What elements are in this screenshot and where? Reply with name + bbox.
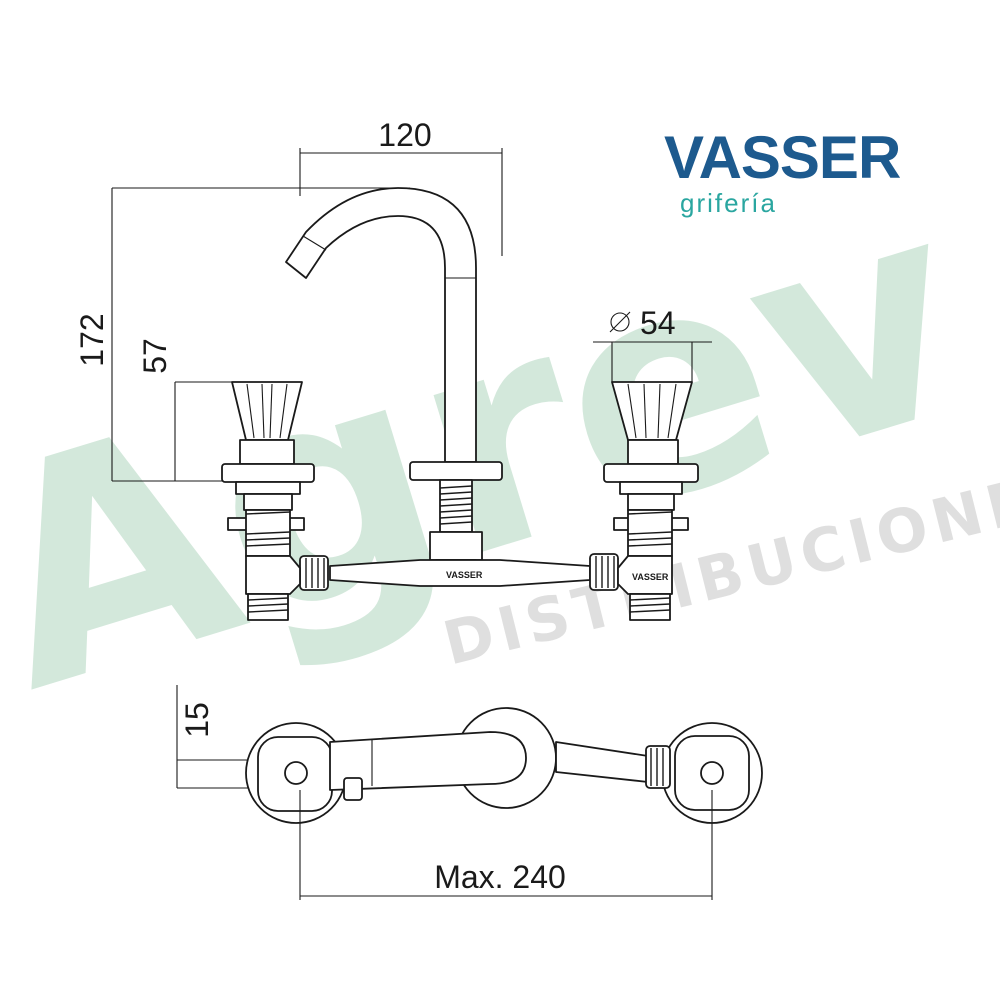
right-valve: VASSER [603,381,699,621]
dim-handle-diameter: 54 [640,305,676,341]
brand-tagline: grifería [680,188,777,218]
connecting-pipe: VASSER [299,553,619,591]
top-view: 15 Max. 240 [176,685,763,900]
dimension-texts: 120 172 57 54 [74,117,676,374]
left-valve [221,381,315,621]
dim-max-width: Max. 240 [434,859,566,895]
dim-offset: 15 [179,702,215,738]
brand-name: VASSER [664,124,901,191]
dimension-lines [111,148,712,482]
watermark: Agrev DISTRIBUCIONES [0,134,1000,758]
elbow-stamp: VASSER [632,572,669,582]
body-stamp: VASSER [446,570,483,580]
dim-total-height: 172 [74,313,110,366]
dim-handle-height: 57 [137,338,173,374]
dim-diameter-symbol: ⌀ [605,300,606,301]
dim-spout-reach: 120 [378,117,431,153]
brand-logo: VASSER grifería [664,124,902,218]
